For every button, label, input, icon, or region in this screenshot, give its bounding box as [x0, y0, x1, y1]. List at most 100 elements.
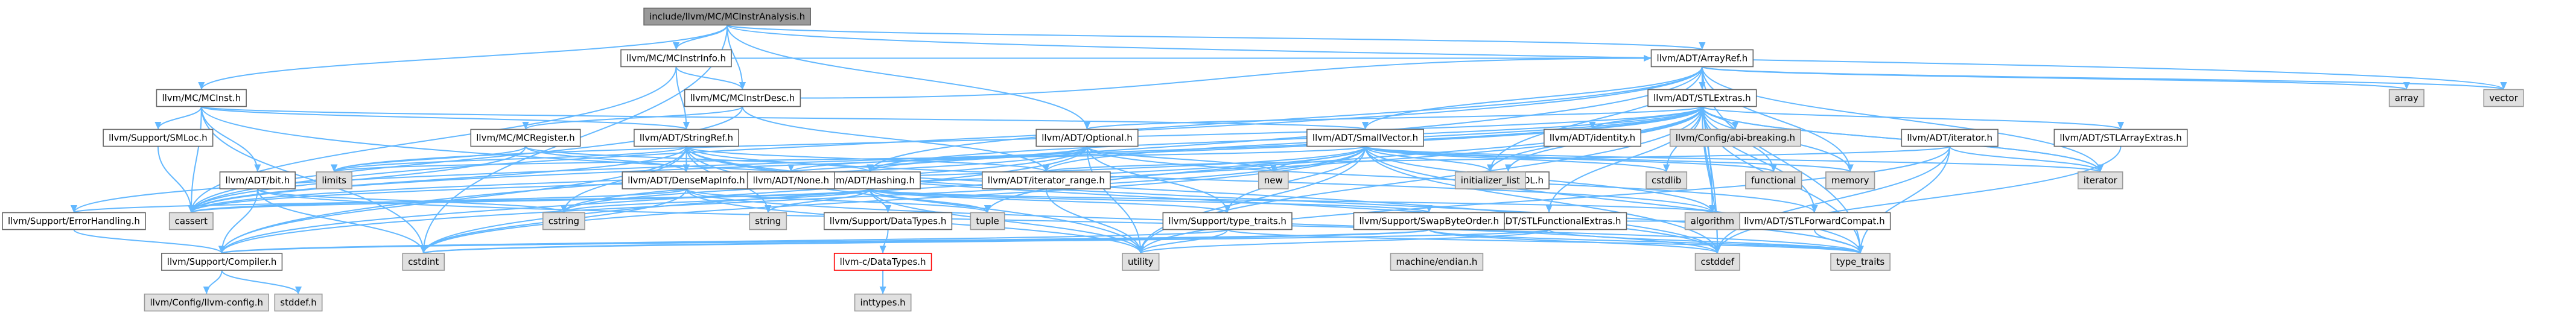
edge-mcinstrdesc-to-cassert: [188, 106, 743, 213]
edge-iterator_range-to-utility: [1045, 188, 1144, 254]
graph-node-smloc[interactable]: llvm/Support/SMLoc.h: [103, 128, 214, 147]
edge-smallvector-to-initializer_list: [1364, 146, 1494, 173]
graph-node-swapbyteorder[interactable]: llvm/Support/SwapByteOrder.h: [1353, 212, 1505, 230]
node-label: llvm/Config/abi-breaking.h: [1676, 133, 1795, 144]
node-box: [2, 212, 146, 230]
edge-stlextras-to-stlarrayextras: [1701, 106, 2124, 130]
edge-stlextras-to-algorithm: [1701, 106, 1716, 213]
graph-node-tuple: tuple: [970, 212, 1005, 230]
graph-node-mcinstrinfo[interactable]: llvm/MC/MCInstrInfo.h: [620, 49, 732, 68]
graph-node-mcinst[interactable]: llvm/MC/MCInst.h: [156, 89, 247, 107]
graph-node-datatypes[interactable]: llvm/Support/DataTypes.h: [823, 212, 953, 230]
edge-adtiterator-to-type_traits: [1857, 146, 1951, 254]
graph-node-cassert: cassert: [168, 212, 214, 230]
edge-mcinstrdesc-to-mcregister: [522, 106, 743, 130]
graph-node-errorhandling[interactable]: llvm/Support/ErrorHandling.h: [2, 212, 146, 230]
graph-node-cdatatypes[interactable]: llvm-c/DataTypes.h: [833, 253, 932, 271]
node-label: include/llvm/MC/MCInstrAnalysis.h: [649, 11, 805, 22]
graph-node-stddef: stddef.h: [274, 293, 323, 312]
edge-smallvector-to-limits: [331, 145, 1366, 173]
graph-node-smallvector[interactable]: llvm/ADT/SmallVector.h: [1306, 128, 1424, 147]
node-box: [854, 293, 912, 312]
node-label: llvm/ADT/StringRef.h: [640, 133, 733, 144]
graph-node-array: array: [2388, 89, 2425, 107]
node-label: llvm/ADT/DenseMapInfo.h: [628, 175, 745, 186]
graph-node-root[interactable]: include/llvm/MC/MCInstrAnalysis.h: [643, 7, 811, 26]
graph-node-stlextras[interactable]: llvm/ADT/STLExtras.h: [1647, 89, 1757, 107]
edge-smloc-to-cassert: [157, 146, 195, 213]
edge-compiler-to-llvmconfig: [203, 270, 223, 294]
graph-node-llvmconfig: llvm/Config/llvm-config.h: [144, 293, 269, 312]
edge-hashing-to-string: [765, 188, 871, 213]
node-layer: include/llvm/MC/MCInstrAnalysis.h llvm/MC…: [2, 7, 2524, 312]
node-label: utility: [1128, 256, 1154, 267]
node-box: [1694, 253, 1740, 271]
node-label: llvm/Support/SMLoc.h: [109, 133, 207, 144]
node-label: inttypes.h: [860, 297, 906, 308]
edge-mcinst-to-cstdint: [200, 106, 427, 254]
node-label: llvm/ADT/None.h: [753, 175, 829, 186]
edge-stlextras-to-limits: [331, 106, 1703, 173]
node-label: llvm/Support/Compiler.h: [167, 256, 277, 267]
edge-mcregister-to-densemapinfo: [524, 145, 690, 173]
node-box: [161, 253, 283, 271]
node-label: llvm/ADT/ArrayRef.h: [1656, 53, 1748, 64]
node-box: [819, 171, 921, 189]
edge-smallvector-to-iterator: [1364, 145, 2104, 173]
node-label: llvm/MC/MCRegister.h: [476, 133, 574, 144]
edge-mcinst-to-stringref: [200, 106, 690, 130]
node-box: [1745, 171, 1802, 189]
edge-swapbyteorder-to-cstddef: [1428, 229, 1721, 254]
edge-stringref-to-type_traits: [685, 146, 1864, 254]
edge-hashing-to-cstring: [561, 188, 871, 214]
graph-node-typetraits[interactable]: llvm/Support/type_traits.h: [1162, 212, 1293, 230]
graph-node-mcregister[interactable]: llvm/MC/MCRegister.h: [470, 128, 581, 147]
node-label: llvm/ADT/identity.h: [1550, 133, 1635, 144]
graph-node-compiler[interactable]: llvm/Support/Compiler.h: [161, 253, 283, 271]
node-box: [622, 171, 751, 189]
node-label: llvm/MC/MCInstrInfo.h: [626, 53, 726, 64]
edge-root-to-optional: [727, 25, 1091, 130]
graph-node-mcinstrdesc[interactable]: llvm/MC/MCInstrDesc.h: [684, 89, 801, 107]
edge-hashing-to-swapbyteorder: [869, 188, 1433, 214]
edge-stlarrayextras-to-cstddef: [1714, 146, 2122, 254]
graph-node-stlarrayextras[interactable]: llvm/ADT/STLArrayExtras.h: [2053, 128, 2188, 147]
graph-node-none[interactable]: llvm/ADT/None.h: [746, 171, 835, 189]
edge-smallvector-to-type_traits: [1364, 146, 1864, 254]
edge-mcinstrinfo-to-mcinstrdesc: [675, 66, 746, 90]
graph-node-string: string: [749, 212, 787, 230]
edge-mcregister-to-cassert: [188, 146, 526, 213]
node-box: [1353, 212, 1505, 230]
graph-node-adtiterator[interactable]: llvm/ADT/iterator.h: [1901, 128, 1999, 147]
graph-node-machineendian: machine/endian.h: [1390, 253, 1484, 271]
graph-node-arrayref[interactable]: llvm/ADT/ArrayRef.h: [1650, 49, 1754, 68]
edge-bit-to-cstdint: [256, 188, 427, 254]
graph-node-stringref[interactable]: llvm/ADT/StringRef.h: [634, 128, 739, 147]
graph-node-bit[interactable]: llvm/ADT/bit.h: [219, 171, 296, 189]
graph-node-hashing[interactable]: llvm/ADT/Hashing.h: [819, 171, 921, 189]
graph-node-stlforwardcompat[interactable]: llvm/ADT/STLForwardCompat.h: [1738, 212, 1891, 230]
edge-stlfunctionalextras-to-type_traits: [1548, 229, 1864, 254]
node-box: [2053, 128, 2188, 147]
graph-node-optional[interactable]: llvm/ADT/Optional.h: [1035, 128, 1139, 147]
node-label: llvm/ADT/STLExtras.h: [1653, 93, 1751, 104]
edge-root-to-mcinst: [198, 25, 728, 90]
edge-arrayref-to-initializer_list: [1487, 66, 1703, 173]
graph-node-identity[interactable]: llvm/ADT/identity.h: [1544, 128, 1641, 147]
edge-stlextras-to-optional: [1084, 106, 1703, 130]
edge-adtiterator-to-iterator: [1949, 146, 2104, 173]
node-label: llvm/ADT/iterator.h: [1907, 133, 1992, 144]
graph-node-iterator_range[interactable]: llvm/ADT/iterator_range.h: [981, 171, 1111, 189]
node-box: [1669, 128, 1801, 147]
graph-node-densemapinfo[interactable]: llvm/ADT/DenseMapInfo.h: [622, 171, 751, 189]
node-box: [823, 212, 953, 230]
edge-optional-to-compiler: [218, 146, 1088, 254]
edge-optional-to-none: [787, 145, 1088, 173]
node-box: [1162, 212, 1293, 230]
graph-node-new: new: [1258, 171, 1289, 189]
edge-stringref-to-utility: [685, 146, 1144, 254]
edge-typetraits-to-type_traits: [1227, 229, 1864, 254]
graph-node-cstdlib: cstdlib: [1646, 171, 1688, 189]
node-box: [2483, 89, 2524, 107]
